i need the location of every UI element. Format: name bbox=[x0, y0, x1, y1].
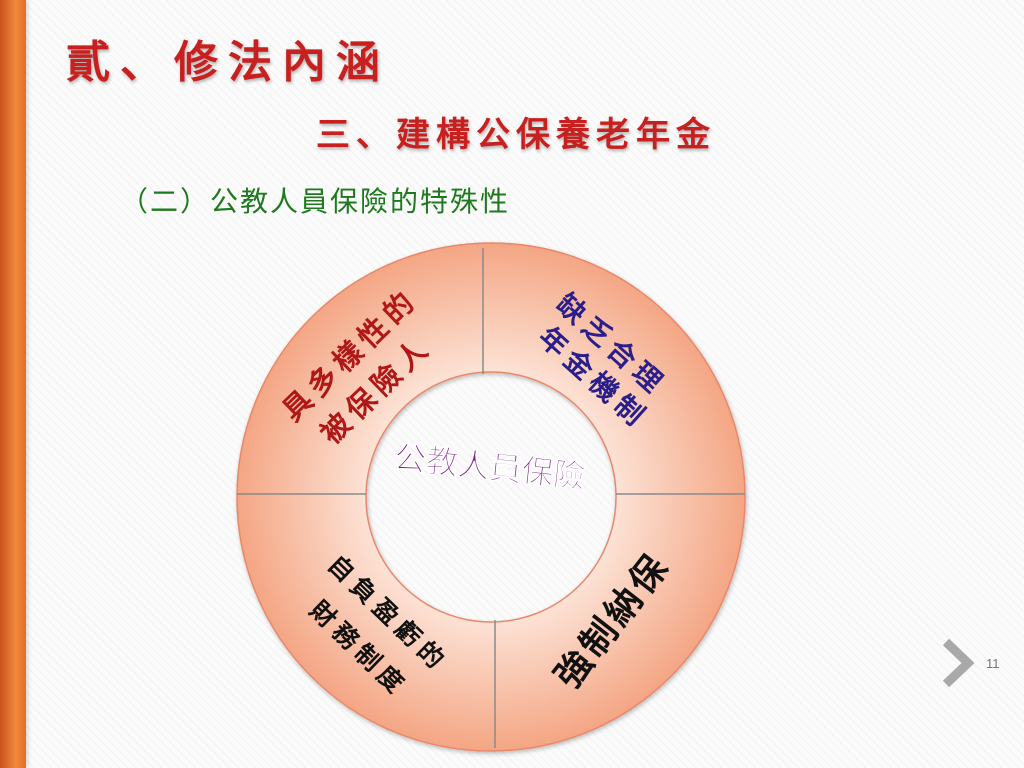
segment-dividers bbox=[237, 248, 745, 748]
section-heading: （二）公教人員保險的特殊性 bbox=[120, 185, 511, 218]
next-slide-chevron-icon[interactable] bbox=[940, 638, 974, 688]
ring-base bbox=[236, 242, 746, 752]
left-accent-bar bbox=[0, 0, 26, 768]
slide-subtitle: 三、建構公保養老年金 bbox=[316, 115, 716, 155]
slide-title: 貳、修法內涵 bbox=[66, 37, 390, 88]
center-label: 公教人員保險 bbox=[392, 438, 587, 496]
page-number: 11 bbox=[986, 656, 1000, 671]
